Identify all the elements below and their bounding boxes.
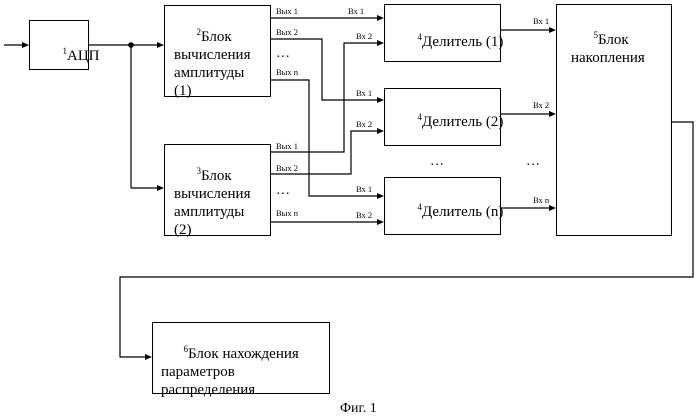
div2-in2-label: Вх 2 [356,119,372,129]
adc-block: 1АЦП [29,20,89,70]
div1-in2-label: Вх 2 [356,31,372,41]
accum-in1-label: Вх 1 [533,16,549,26]
divider-block-1: 4Делитель (1) [384,4,501,62]
amplitude-block-1-title: Блок вычисления амплитуды (1) [174,29,251,99]
amp2-ellipsis: … [276,184,291,198]
amp1-outn-label: Вых n [276,67,298,77]
dividers-ellipsis: … [430,155,445,169]
accum-in2-label: Вх 2 [533,100,549,110]
divider-block-1-title: Делитель (1) [422,34,503,50]
amp2-out1-label: Вых 1 [276,141,298,151]
divider-block-2: 4Делитель (2) [384,88,501,146]
amp1-ellipsis: … [276,47,291,61]
divider-block-n-title: Делитель (n) [422,204,503,220]
distribution-params-block-title: Блок нахождения параметров распределения [161,346,299,398]
amplitude-block-2-title: Блок вычисления амплитуды (2) [174,168,251,238]
amplitude-block-1: 2Блок вычисления амплитуды (1) [164,5,271,97]
accum-inputs-ellipsis: … [526,155,541,169]
divn-in2-label: Вх 2 [356,210,372,220]
div1-in1-label: Вх 1 [348,6,364,16]
divn-in1-label: Вх 1 [356,184,372,194]
accum-inn-label: Вх n [533,195,549,205]
amp1-out1-label: Вых 1 [276,6,298,16]
accumulation-block: 5Блок накопления [556,4,672,236]
amplitude-block-2: 3Блок вычисления амплитуды (2) [164,144,271,236]
divider-block-n: 4Делитель (n) [384,177,501,235]
adc-block-title: АЦП [67,48,100,64]
figure-caption: Фиг. 1 [340,401,377,417]
distribution-params-block: 6Блок нахождения параметров распределени… [152,322,330,394]
accumulation-block-title: Блок накопления [571,32,645,66]
amp2-out2-label: Вых 2 [276,163,298,173]
amp2-outn-label: Вых n [276,208,298,218]
divider-block-2-title: Делитель (2) [422,114,503,130]
div2-in1-label: Вх 1 [356,88,372,98]
amp1-out2-label: Вых 2 [276,27,298,37]
